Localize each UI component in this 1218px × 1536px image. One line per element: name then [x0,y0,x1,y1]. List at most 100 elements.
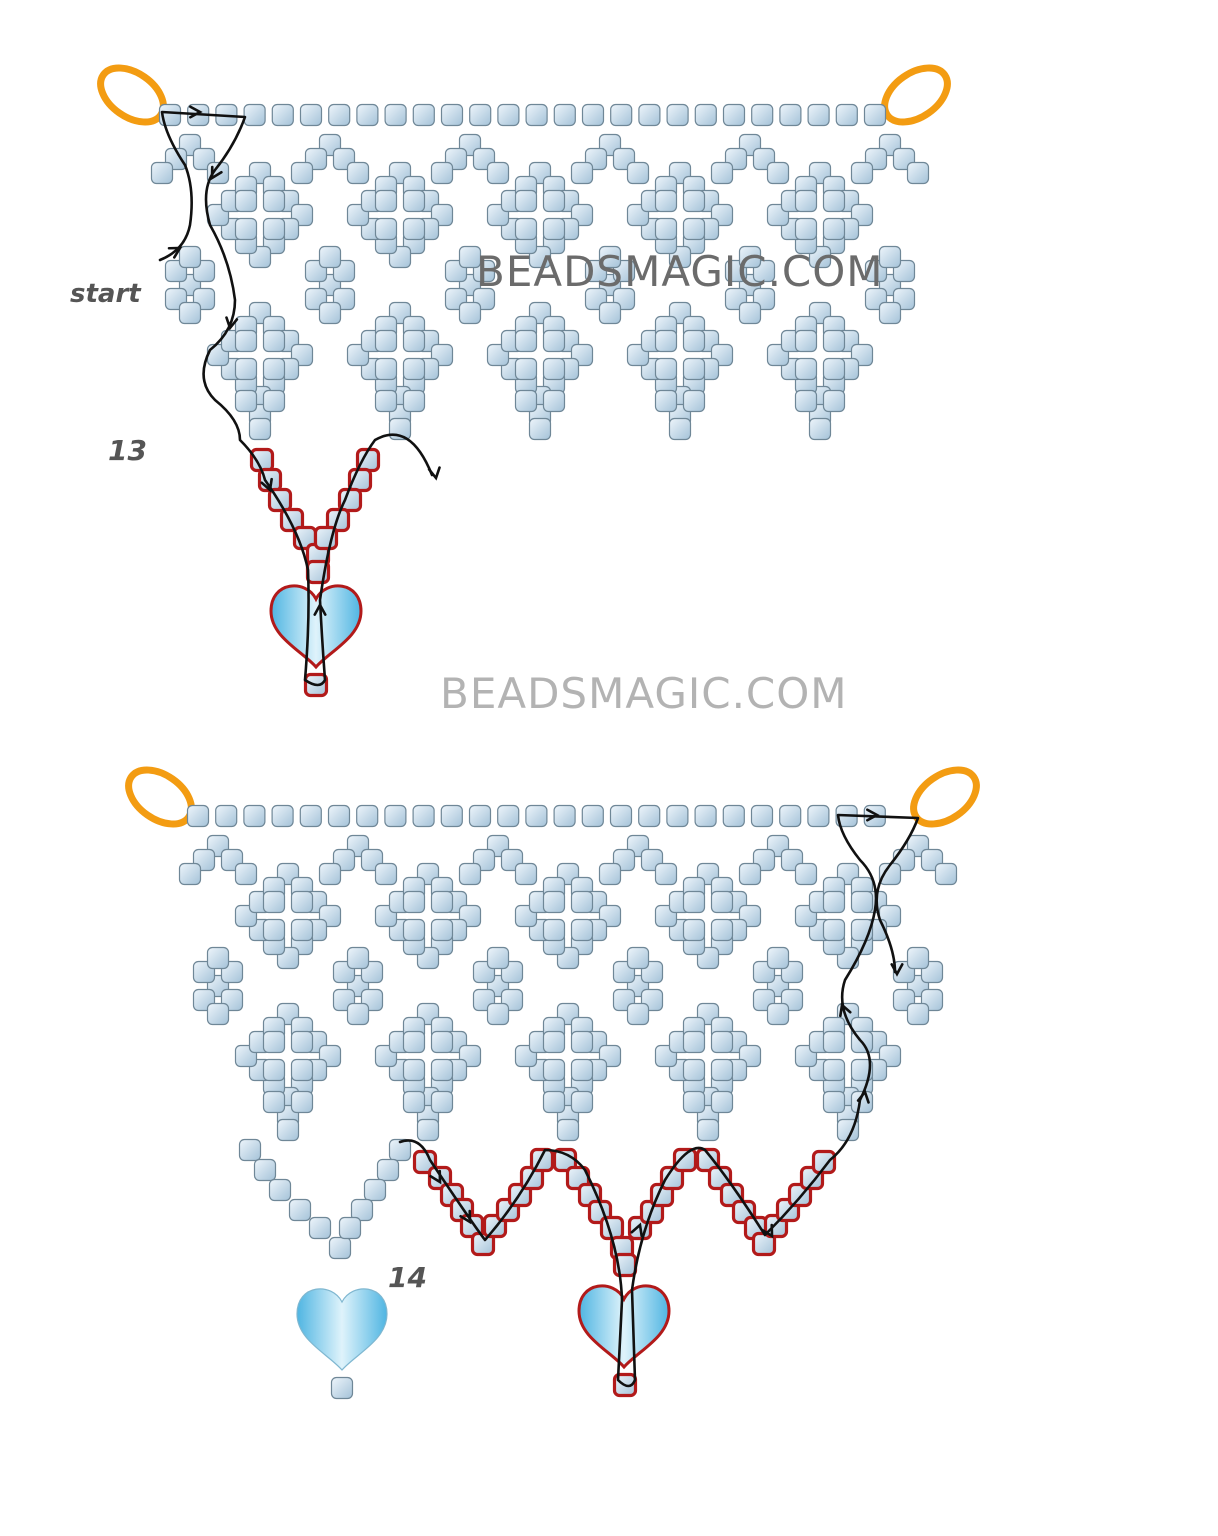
bead [150,161,174,185]
bead [850,890,874,914]
bead [430,890,454,914]
bead [654,357,678,381]
bead [542,1030,566,1054]
bead [514,389,538,413]
bead [262,918,286,942]
thread-path [398,813,920,1388]
bead [738,862,762,886]
bead [402,1030,426,1054]
bead [668,417,692,441]
bead [553,103,576,127]
bead [384,804,407,828]
thread-arrowhead [427,466,441,481]
bead [682,357,706,381]
bead [412,103,435,127]
bead [794,389,818,413]
bead [822,189,846,213]
bead [458,245,482,269]
bead [402,1058,426,1082]
highlighted-bead [249,447,275,473]
bead [906,946,930,970]
bead [262,329,286,353]
bead [514,189,538,213]
bead [570,1030,594,1054]
bead [738,301,762,325]
bead [497,804,520,828]
bead [710,918,734,942]
bead [710,1030,734,1054]
bead [638,804,661,828]
bead [234,357,258,381]
bead [694,103,717,127]
bead [271,103,294,127]
thread-arrowhead [260,477,273,493]
thread-arrowhead [839,1002,852,1018]
bead [598,862,622,886]
bead [528,417,552,441]
bead [666,103,689,127]
thread-arrowhead [890,963,904,977]
bead [402,389,426,413]
bead [710,890,734,914]
bead [682,329,706,353]
bead [328,1236,352,1260]
bead [248,417,272,441]
bead [654,217,678,241]
bead [750,804,774,828]
bead [878,245,902,269]
bead [638,103,661,127]
bead [878,301,902,325]
bead [525,804,548,828]
bead [542,389,566,413]
bead [525,103,548,127]
bead [363,1178,387,1202]
bead [486,946,510,970]
bead [430,161,454,185]
bead [542,329,566,353]
bead [299,103,323,127]
step-13-diagram [97,64,951,698]
bead [318,245,342,269]
bead [402,1090,426,1114]
bead [682,1058,706,1082]
watermark-top: BEADSMAGIC.COM [476,247,884,296]
step-14-diagram [125,766,980,1400]
bead [794,357,818,381]
bead [822,918,846,942]
bead [318,301,342,325]
bead [682,389,706,413]
bead [290,1058,314,1082]
bead [682,918,706,942]
bead [722,103,746,127]
bead [835,103,858,127]
bead [262,217,286,241]
bead [682,1030,706,1054]
bead [327,804,351,828]
heart-pendant [269,584,363,670]
thread-arrowhead [761,1223,774,1239]
thread-arrowhead [167,246,183,259]
bead [178,301,202,325]
bead [318,862,342,886]
bead [696,1118,720,1142]
bead [374,389,398,413]
bead [710,161,734,185]
watermark-middle: BEADSMAGIC.COM [440,669,848,718]
bead [542,890,566,914]
bead [430,1058,454,1082]
bead [402,890,426,914]
bead [468,804,492,828]
bead [570,1090,594,1114]
bead [570,1058,594,1082]
thread-arrowhead [225,316,239,331]
bead [338,1216,362,1240]
bead [402,217,426,241]
bead [542,189,566,213]
bead [682,890,706,914]
bead [779,103,802,127]
bead [253,1158,277,1182]
bead [346,1002,370,1026]
bead [654,329,678,353]
bead [290,1090,314,1114]
bead [751,103,774,127]
